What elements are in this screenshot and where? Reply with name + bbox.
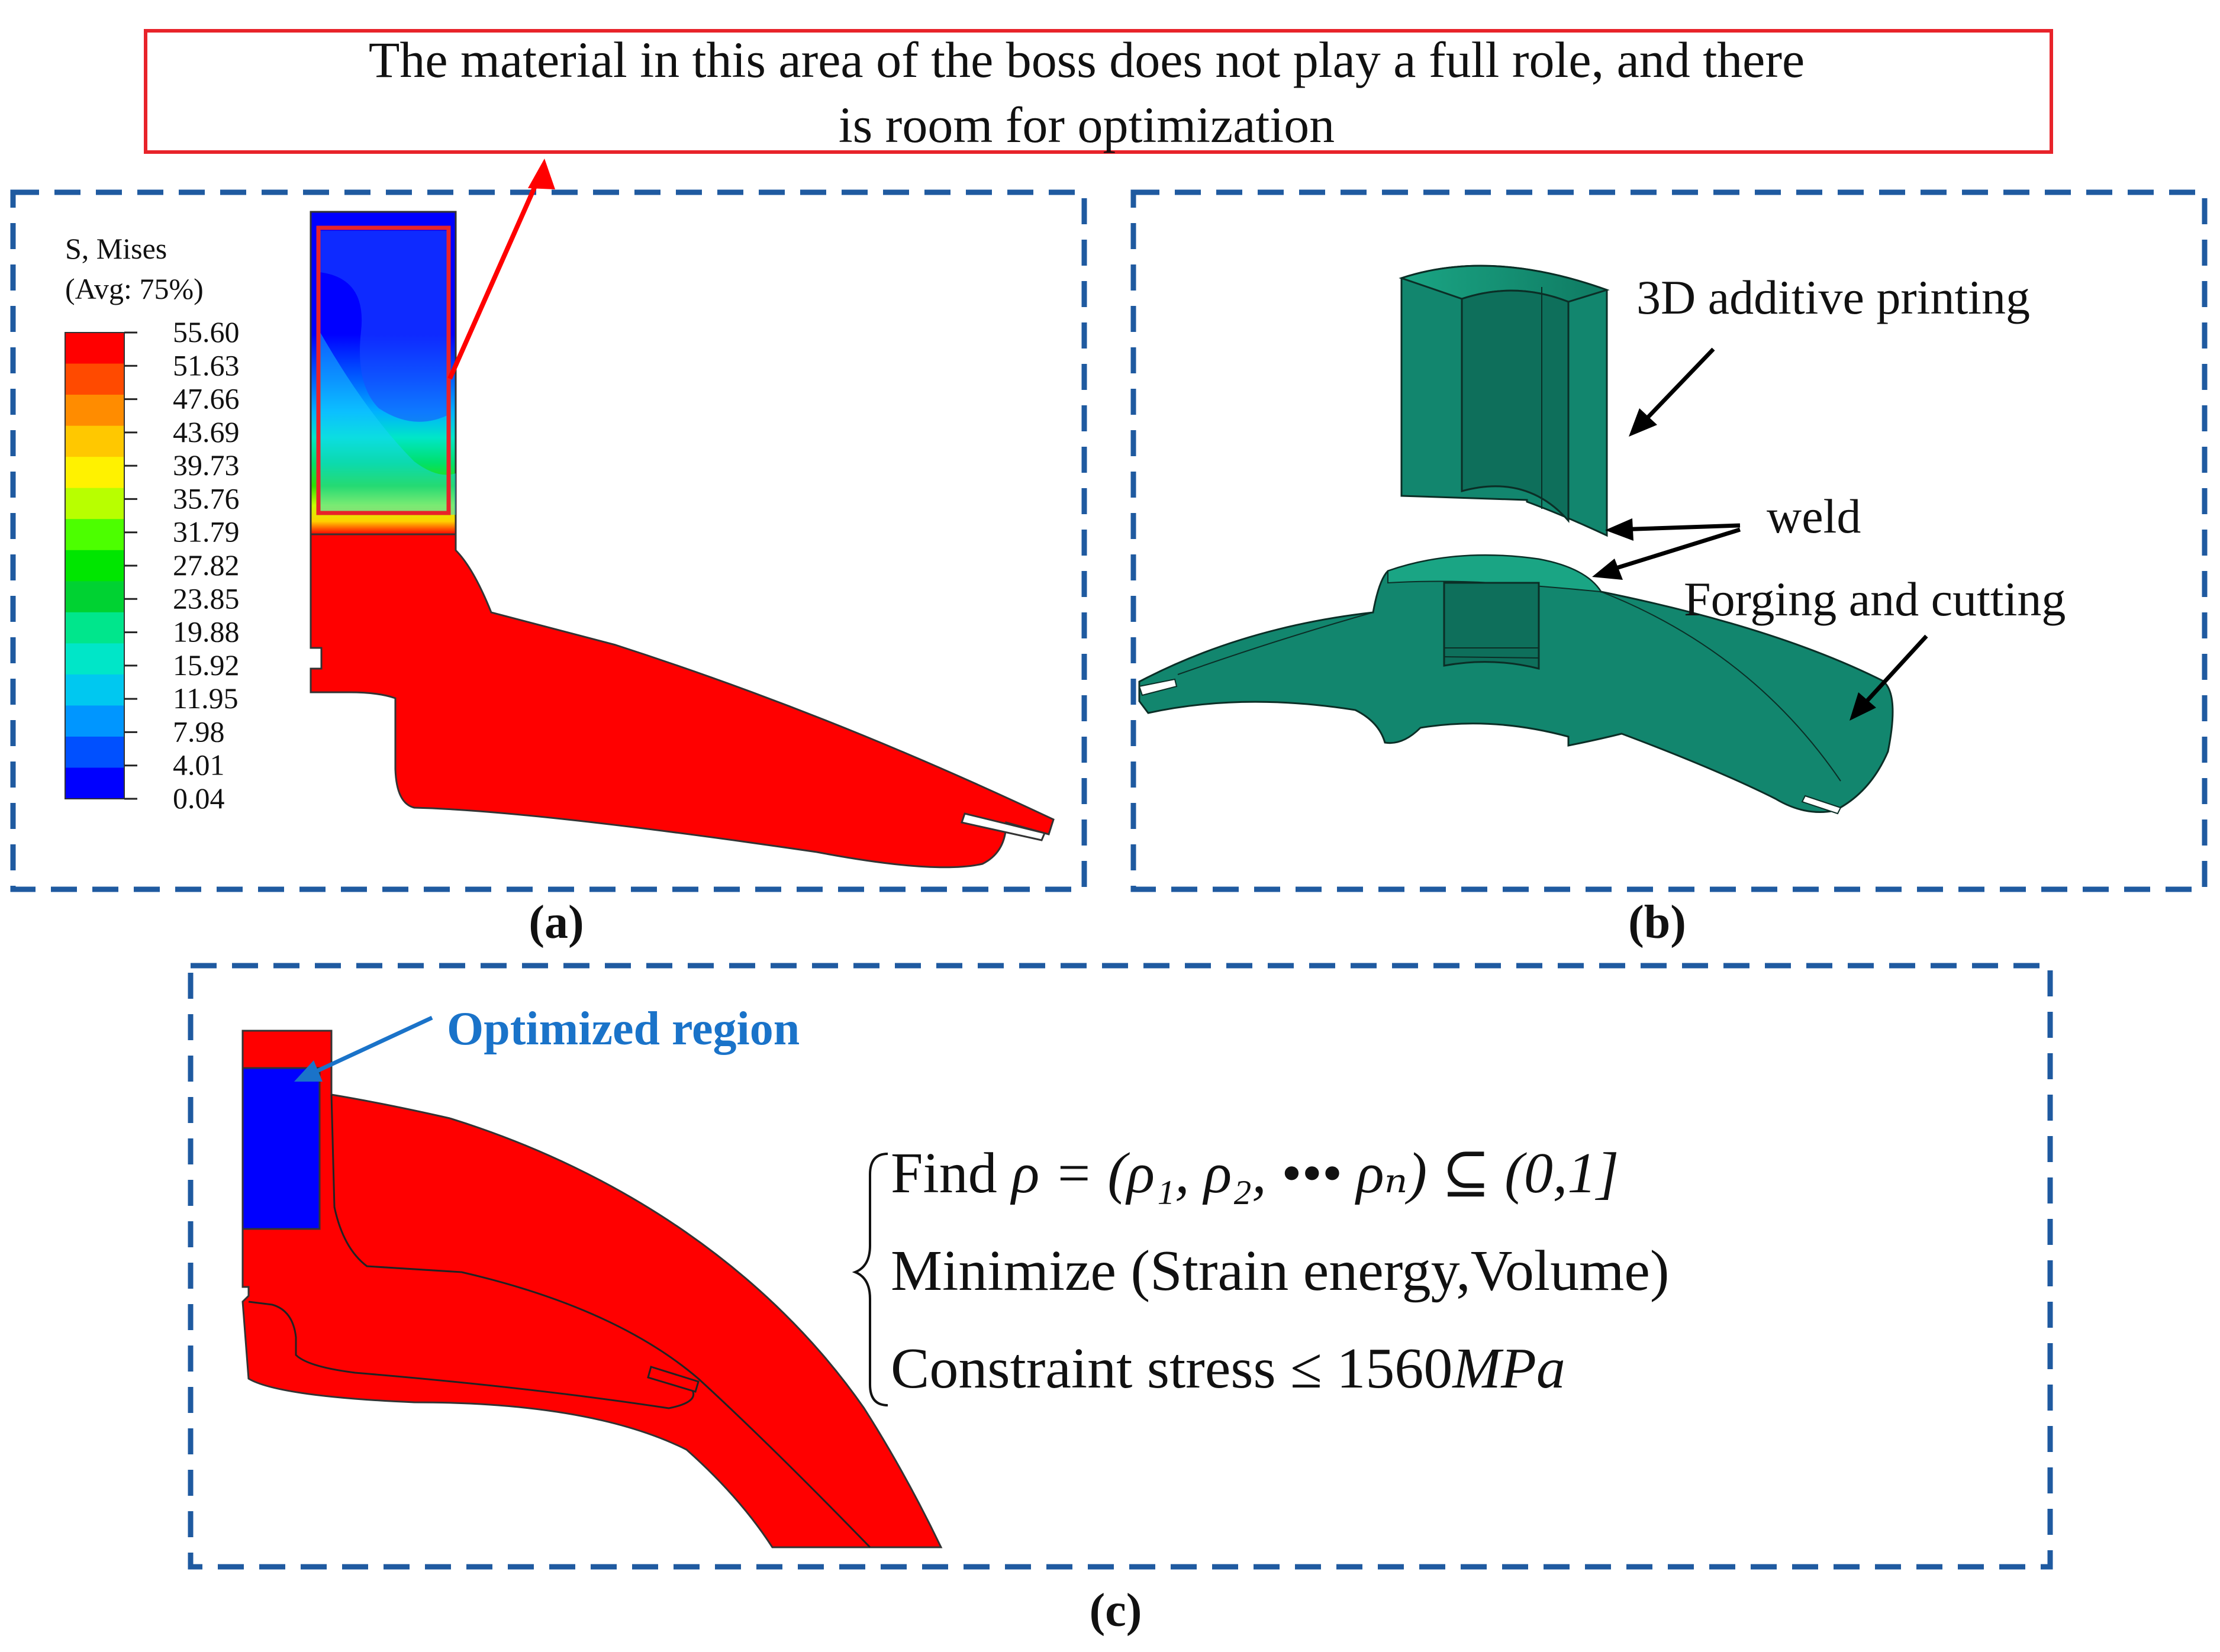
arrow-weld-line-2	[1606, 527, 1741, 573]
legend-colorbar	[65, 332, 125, 799]
legend-swatch	[65, 581, 124, 613]
callout-line-2: is room for optimization	[839, 96, 1335, 153]
panel-c: Optimized region Find ρ = (ρ₁, ρ₂, ••• ρ…	[188, 963, 2053, 1637]
legend-value: 27.82	[173, 548, 240, 582]
legend-value: 4.01	[173, 748, 225, 782]
arrow-weld-head-1	[1605, 518, 1633, 541]
optimized-region-arrow-line	[310, 1015, 433, 1076]
arrow-forging-head	[1850, 692, 1876, 721]
arrow-printing-line	[1641, 347, 1715, 425]
optimized-region-label: Optimized region	[447, 1003, 800, 1055]
equation-line-3: Constraint stress ≤ 1560MPa	[891, 1337, 1565, 1401]
annotation-3d-printing: 3D additive printing	[1636, 270, 2030, 324]
equation-line-1: Find ρ = (ρ₁, ρ₂, ••• ρₙ) ⊆ (0,1]	[891, 1141, 1619, 1205]
callout-box: The material in this area of the boss do…	[144, 29, 2053, 154]
annotation-forging: Forging and cutting	[1684, 572, 2066, 626]
panel-c-label: (c)	[1090, 1585, 1142, 1637]
legend-title-1: S, Mises	[65, 232, 167, 265]
legend-value: 19.88	[173, 615, 240, 648]
legend-value: 7.98	[173, 715, 225, 748]
legend-value: 55.60	[173, 315, 240, 349]
panel-c-border	[188, 963, 2053, 1570]
printed-boss-part	[1399, 264, 1610, 537]
annotation-weld: weld	[1767, 489, 1861, 543]
legend-swatch	[65, 736, 124, 768]
equation-constraint-unit: MPa	[1451, 1337, 1565, 1401]
stress-contour-cyan-band	[320, 331, 456, 515]
arrow-weld-head-2	[1592, 559, 1623, 580]
legend-value: 0.04	[173, 782, 225, 815]
legend-value: 43.69	[173, 415, 240, 449]
legend-value: 23.85	[173, 582, 240, 615]
legend-swatch	[65, 457, 124, 489]
optimized-model-inner-line	[330, 1094, 871, 1548]
legend-value: 15.92	[173, 648, 240, 682]
arrow-weld-line-1	[1618, 523, 1741, 532]
legend-swatch	[65, 612, 124, 644]
legend-value: 51.63	[173, 349, 240, 382]
legend-swatch	[65, 425, 124, 457]
legend-title-2: (Avg: 75%)	[65, 272, 204, 305]
legend-swatch	[65, 550, 124, 582]
arrow-printing-head	[1629, 408, 1657, 437]
panel-b: 3D additive printing weld Forging and cu…	[1130, 189, 2208, 948]
legend-swatch	[65, 767, 124, 799]
legend-swatch	[65, 643, 124, 675]
callout-line-1: The material in this area of the boss do…	[369, 31, 1805, 88]
legend-value: 31.79	[173, 515, 240, 548]
legend-swatch	[65, 674, 124, 706]
legend-labels: 55.6051.6347.6643.6939.7335.7631.7927.82…	[124, 315, 240, 815]
forged-disc-part	[1138, 554, 1894, 815]
stress-model-slot	[961, 812, 1046, 841]
equation-brace	[852, 1153, 888, 1406]
legend-swatch	[65, 363, 124, 395]
panel-b-border	[1130, 189, 2208, 892]
panel-a: S, Mises (Avg: 75%) 55.6051.6347.6643.69…	[10, 159, 1087, 948]
legend-value: 47.66	[173, 382, 240, 415]
optimized-region-arrow-head	[294, 1060, 323, 1082]
legend-value: 39.73	[173, 449, 240, 482]
optimized-model-slot	[647, 1366, 700, 1393]
panel-a-border	[10, 189, 1087, 892]
arrow-forging-line	[1860, 634, 1928, 709]
optimized-region-block	[241, 1067, 321, 1230]
equation-find-label: Find	[891, 1141, 1011, 1205]
optimized-model-body	[241, 1030, 943, 1548]
equation-find-math: ρ = (ρ₁, ρ₂, ••• ρₙ) ⊆ (0,1]	[1010, 1141, 1619, 1205]
legend-swatch	[65, 395, 124, 427]
callout-arrow-head	[528, 159, 555, 189]
legend-swatch	[65, 333, 124, 364]
legend-swatch	[65, 705, 124, 737]
optimized-model-inner-cavity	[248, 1301, 694, 1409]
legend-swatch	[65, 519, 124, 551]
panel-b-label: (b)	[1628, 896, 1686, 948]
callout-border	[144, 29, 2053, 154]
equation-constraint-label: Constraint stress ≤ 1560	[891, 1337, 1452, 1401]
optimization-area-box	[316, 225, 451, 515]
stress-model-body	[310, 514, 1055, 869]
callout-arrow-line	[447, 170, 544, 380]
panel-a-label: (a)	[529, 896, 584, 948]
equation-line-2: Minimize (Strain energy,Volume)	[891, 1239, 1670, 1303]
stress-contour-blue-lobe	[320, 231, 450, 422]
legend-swatch	[65, 488, 124, 520]
legend-value: 35.76	[173, 482, 240, 515]
legend-value: 11.95	[173, 682, 239, 715]
